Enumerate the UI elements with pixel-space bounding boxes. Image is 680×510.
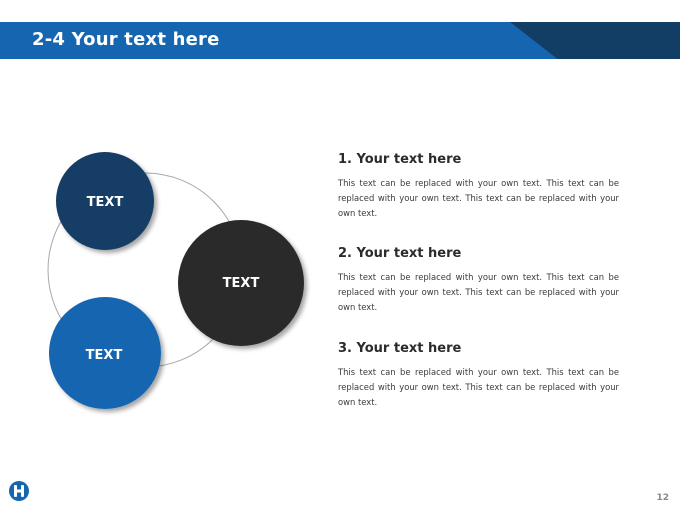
circle-node-2-label: TEXT (223, 276, 260, 291)
circle-node-1: TEXT (56, 152, 154, 250)
company-logo-icon (9, 481, 29, 501)
text-item-1-heading: 1. Your text here (338, 152, 462, 167)
text-item-3: 3. Your text here This text can be repla… (338, 341, 619, 410)
text-item-2-body: This text can be replaced with your own … (338, 272, 619, 312)
text-item-1-body: This text can be replaced with your own … (338, 178, 619, 218)
circle-node-3-label: TEXT (86, 348, 123, 363)
text-item-2-heading: 2. Your text here (338, 246, 462, 261)
circle-node-3: TEXT (49, 297, 161, 409)
page-title: 2-4 Your text here (32, 29, 220, 50)
page-number: 12 (656, 493, 669, 503)
text-item-3-body: This text can be replaced with your own … (338, 367, 619, 407)
text-item-3-heading: 3. Your text here (338, 341, 462, 356)
circle-node-2: TEXT (178, 220, 304, 346)
text-item-2: 2. Your text here This text can be repla… (338, 246, 619, 315)
circle-node-1-label: TEXT (87, 195, 124, 210)
title-bar: 2-4 Your text here (0, 22, 680, 59)
text-item-1: 1. Your text here This text can be repla… (338, 152, 619, 221)
